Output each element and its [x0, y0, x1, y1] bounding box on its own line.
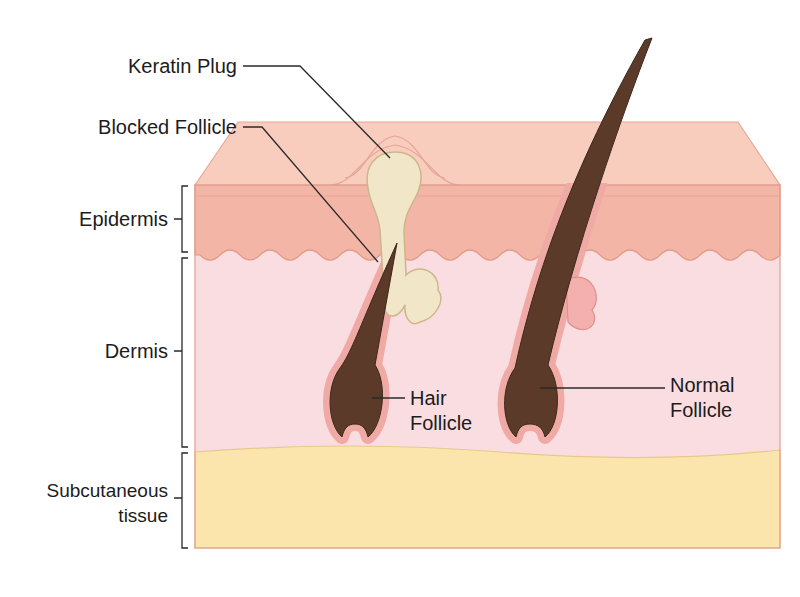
part-label: Hair Follicle — [410, 386, 500, 436]
papilla — [527, 425, 533, 430]
skin-band-line — [195, 196, 780, 197]
block-outline — [195, 185, 780, 548]
part-label: Keratin Plug — [97, 54, 237, 79]
layer-bracket — [174, 453, 188, 548]
leader-line — [372, 397, 405, 398]
layer-bracket — [174, 186, 188, 252]
leader-line — [243, 66, 390, 158]
dermis-layer — [195, 250, 780, 548]
epidermis-layer — [195, 185, 780, 260]
leader-line — [243, 127, 378, 262]
skin-surface — [195, 122, 780, 185]
part-label: Blocked Follicle — [57, 115, 237, 140]
leader-line — [540, 387, 665, 388]
blocked-hair — [330, 243, 397, 437]
part-label: Normal Follicle — [670, 373, 770, 423]
papilla — [352, 425, 358, 430]
normal-hair — [505, 38, 652, 437]
normal-follicle-sheath — [505, 183, 652, 437]
sebaceous-gland — [566, 277, 596, 329]
subcutaneous-layer — [195, 446, 780, 548]
layer-bracket — [174, 258, 188, 447]
blocked-follicle-sheath — [330, 243, 397, 437]
part-label: Subcutaneous tissue — [28, 478, 168, 528]
part-label: Epidermis — [48, 207, 168, 232]
part-label: Dermis — [48, 339, 168, 364]
